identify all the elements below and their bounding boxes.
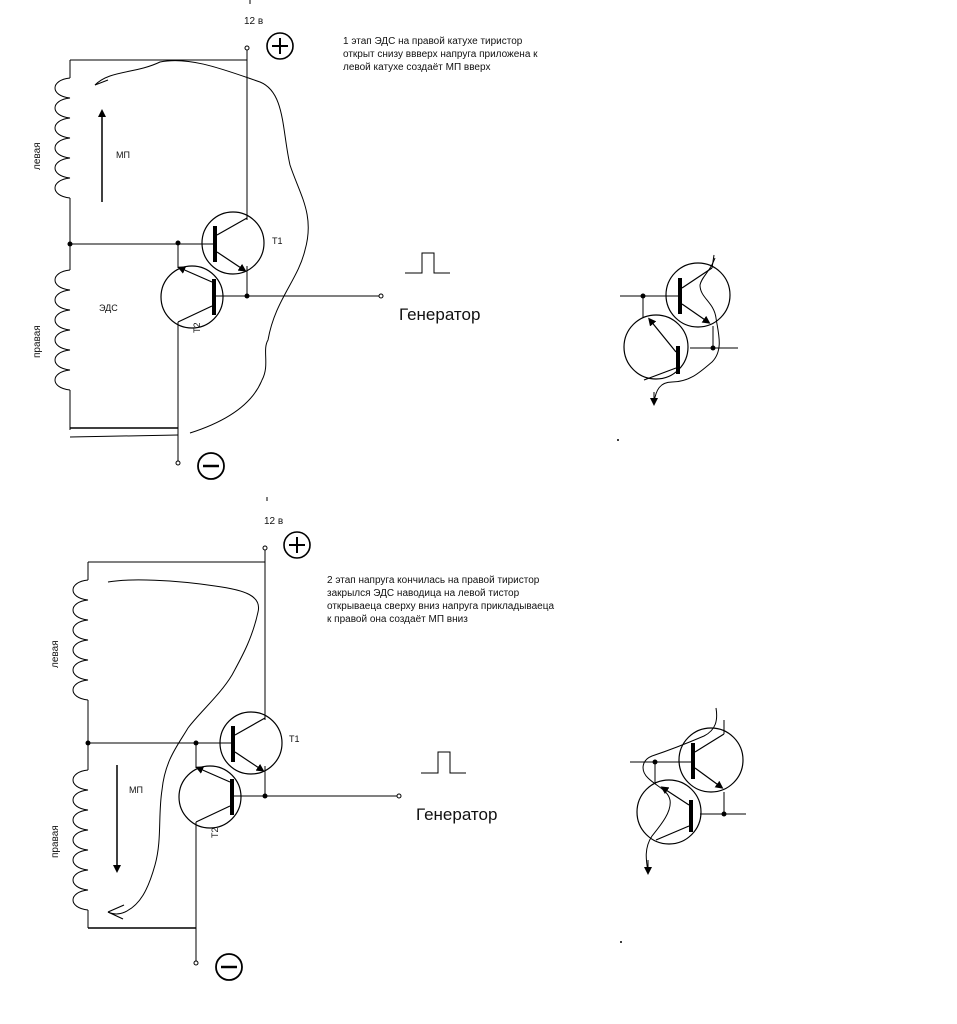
coil-top-label: левая	[32, 142, 43, 170]
plus-symbol	[283, 531, 311, 559]
t1-label: T1	[272, 236, 283, 246]
t2-label: T2	[210, 827, 220, 838]
generator-terminal	[378, 293, 384, 299]
side-sketch-1	[617, 254, 738, 441]
pulse-symbol	[405, 252, 450, 274]
coil-right-bottom	[72, 769, 89, 911]
transistor-t1	[201, 211, 265, 275]
minus-symbol	[197, 452, 225, 480]
coil-left-top	[54, 77, 71, 199]
supply-voltage-label: 12 в	[264, 516, 283, 527]
stage-1-note: 1 этап ЭДС на правой катухе тиристор отк…	[343, 36, 538, 73]
supply-voltage-label: 12 в	[244, 16, 263, 27]
current-path-freehand	[94, 60, 309, 434]
diagram-stage-2: 12 в левая правая МП T1 T2 Генератор	[50, 497, 746, 981]
t2-label: T2	[192, 322, 202, 333]
coil-bottom-label: правая	[32, 325, 43, 358]
terminal-minus	[193, 960, 199, 966]
generator-label: Генератор	[416, 805, 497, 824]
field-label: МП	[129, 785, 143, 795]
current-path-freehand	[107, 579, 260, 915]
transistor-t1	[219, 711, 283, 775]
coil-right-bottom	[54, 269, 71, 391]
diagram-stage-1: 12 в левая правая МП ЭДС T1 T2 Генератор	[32, 0, 738, 480]
coil-top-label: левая	[50, 640, 61, 668]
field-label: МП	[116, 150, 130, 160]
side-sketch-2	[620, 707, 746, 943]
coil-left-top	[72, 579, 89, 701]
coil-bottom-label: правая	[50, 825, 61, 858]
transistor-t2	[178, 765, 242, 829]
t1-label: T1	[289, 734, 300, 744]
minus-symbol	[215, 953, 243, 981]
generator-terminal	[396, 793, 402, 799]
terminal-minus	[175, 460, 181, 466]
plus-symbol	[266, 32, 294, 60]
terminal-plus	[262, 545, 268, 551]
stage-2-note: 2 этап напруга кончилась на правой тирис…	[327, 575, 555, 625]
emf-label: ЭДС	[99, 303, 118, 313]
generator-label: Генератор	[399, 305, 480, 324]
terminal-plus	[244, 45, 250, 51]
pulse-symbol	[421, 751, 466, 774]
transistor-t2	[160, 265, 224, 329]
